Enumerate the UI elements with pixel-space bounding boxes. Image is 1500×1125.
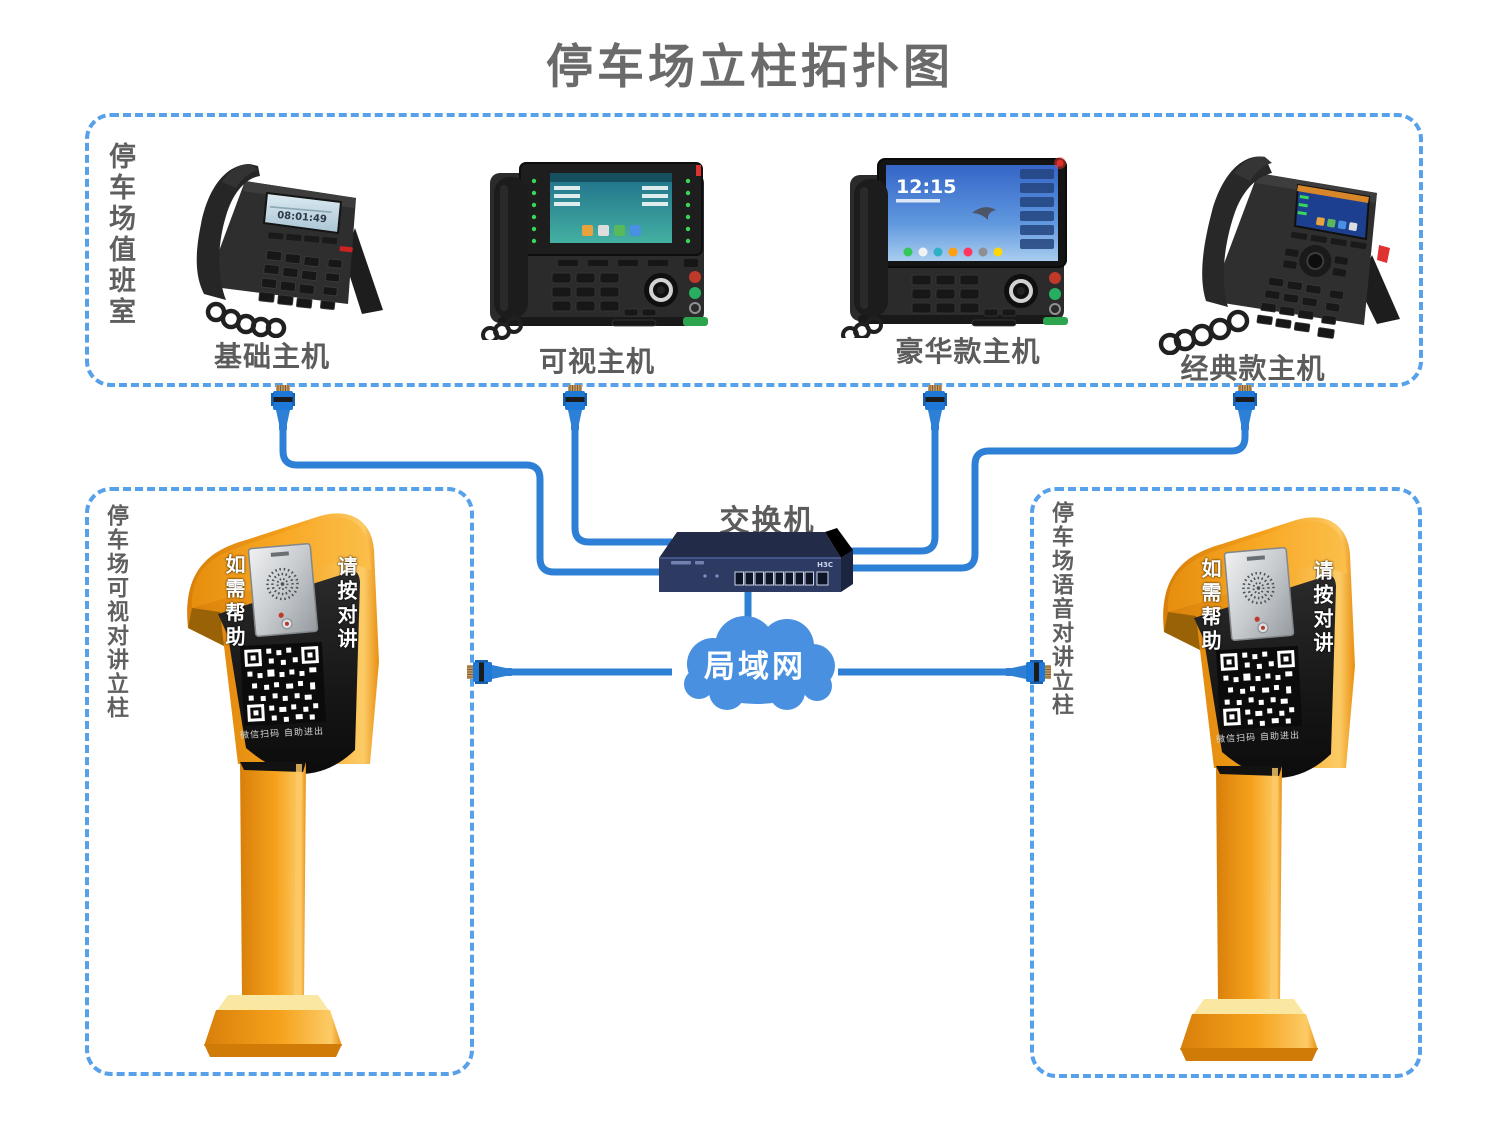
pillar-press-text: 请按对讲	[1310, 560, 1334, 656]
rj45-connector	[270, 384, 296, 432]
lan-label: 局域网	[704, 649, 806, 685]
pillar-help-text: 如需帮助	[1198, 558, 1222, 654]
svg-text:08:01:49: 08:01:49	[277, 210, 328, 225]
svg-text:12:15: 12:15	[896, 176, 956, 198]
rj45-connector	[922, 384, 948, 432]
svg-text:H3C: H3C	[817, 561, 833, 569]
rj45-connector-right	[1004, 659, 1052, 685]
duty-room-label: 停车场值班室	[104, 142, 135, 328]
network-switch-image: H3C	[659, 528, 853, 592]
phone-name-basic: 基础主机	[213, 340, 330, 373]
rj45-connector-left	[466, 659, 514, 685]
visual-pillar-label: 停车场可视对讲立柱	[103, 504, 128, 720]
video-phone-image	[481, 162, 708, 340]
phone-name-classic: 经典款主机	[1180, 352, 1326, 385]
phone-name-video: 可视主机	[538, 345, 655, 378]
deluxe-phone-image: 12:15	[841, 157, 1068, 338]
rj45-connector	[1232, 384, 1258, 432]
lan-cloud	[684, 616, 835, 710]
classic-phone-image	[1158, 156, 1400, 355]
rj45-connector	[562, 384, 588, 432]
phone-name-deluxe: 豪华款主机	[895, 335, 1041, 368]
pillar-help-text: 如需帮助	[222, 554, 246, 650]
basic-phone-image: 08:01:49	[196, 164, 383, 338]
page-title: 停车场立柱拓扑图	[546, 40, 954, 95]
pillar-press-text: 请按对讲	[334, 556, 358, 652]
